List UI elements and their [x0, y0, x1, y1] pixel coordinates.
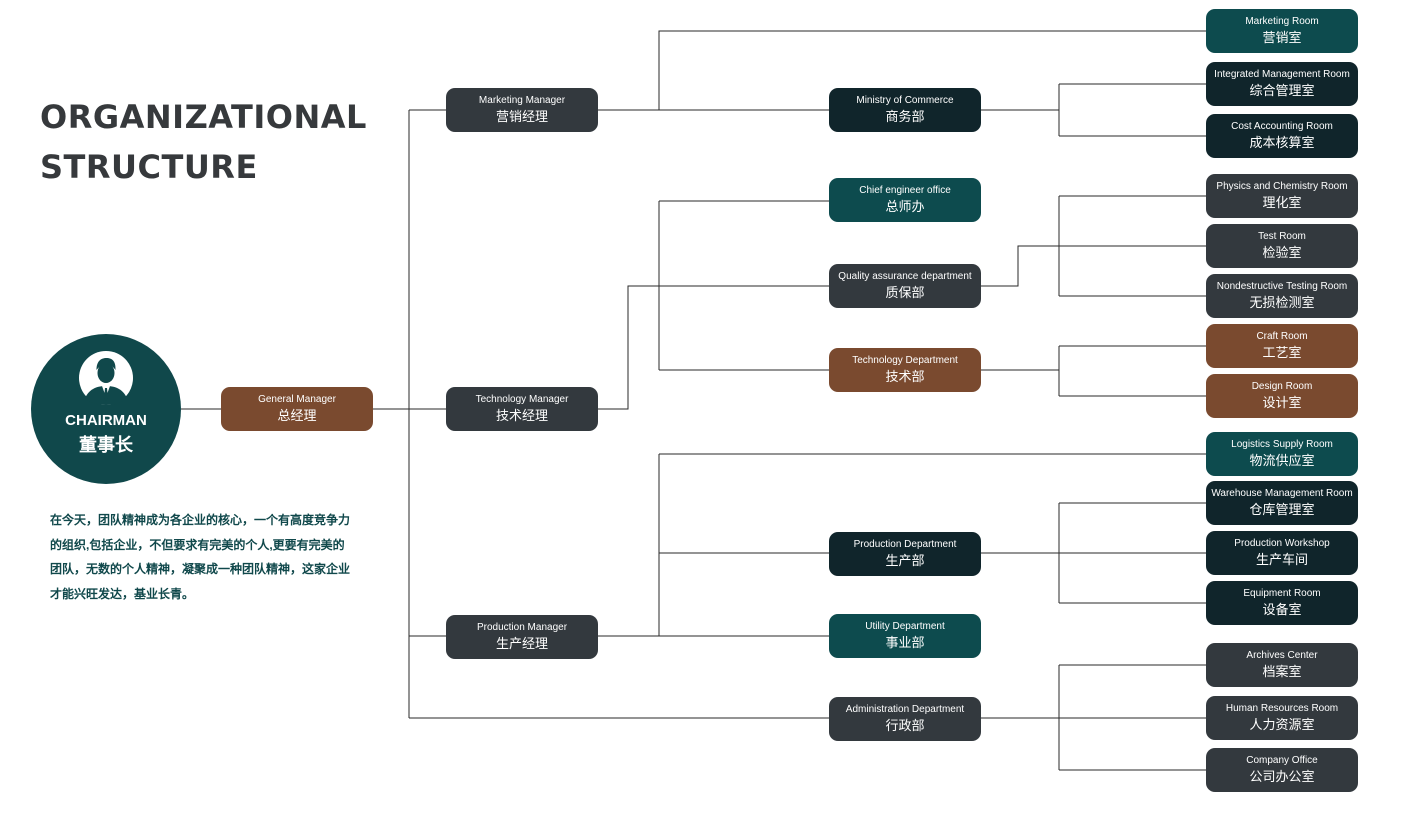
node-production-department: Production Department 生产部	[829, 532, 981, 576]
node-label-en: Equipment Room	[1243, 588, 1321, 599]
node-label-en: Test Room	[1258, 231, 1306, 242]
node-label-en: Ministry of Commerce	[856, 95, 954, 106]
node-label-en: Quality assurance department	[838, 271, 972, 282]
node-label-en: Warehouse Management Room	[1211, 488, 1353, 499]
node-label-en: Logistics Supply Room	[1231, 439, 1333, 450]
node-label-en: Technology Manager	[475, 394, 569, 405]
node-chief-engineer-office: Chief engineer office 总师办	[829, 178, 981, 222]
node-label-en: Marketing Room	[1245, 16, 1319, 27]
connector-line	[980, 502, 1206, 604]
node-label-cn: 总师办	[885, 199, 925, 214]
node-label-cn: 成本核算室	[1249, 135, 1315, 150]
connector-line	[597, 453, 1206, 637]
connector-line	[980, 345, 1206, 397]
node-label-cn: 生产部	[885, 553, 925, 568]
node-label-cn: 档案室	[1262, 664, 1302, 679]
page-title-line: STRUCTURE	[40, 148, 258, 186]
node-label-cn: 公司办公室	[1249, 769, 1315, 784]
node-label-cn: 检验室	[1262, 245, 1302, 260]
node-administration-department: Administration Department 行政部	[829, 697, 981, 741]
node-label-cn: 综合管理室	[1249, 83, 1315, 98]
node-label-cn: 人力资源室	[1249, 717, 1315, 732]
node-integrated-management-room: Integrated Management Room 综合管理室	[1206, 62, 1358, 106]
node-label-cn: 商务部	[885, 109, 925, 124]
node-label-en: Production Workshop	[1234, 538, 1330, 549]
node-marketing-manager: Marketing Manager 营销经理	[446, 88, 598, 132]
node-label-cn: 营销室	[1262, 30, 1302, 45]
node-label-cn: 事业部	[885, 635, 925, 650]
node-human-resources-room: Human Resources Room 人力资源室	[1206, 696, 1358, 740]
node-technology-manager: Technology Manager 技术经理	[446, 387, 598, 431]
node-label-cn: 生产经理	[495, 636, 548, 651]
connector-line	[980, 664, 1206, 771]
chairman-title-cn: 董事长	[79, 435, 133, 455]
node-label-en: Design Room	[1251, 381, 1313, 392]
node-quality-assurance: Quality assurance department 质保部	[829, 264, 981, 308]
node-label-en: Craft Room	[1256, 331, 1308, 342]
chairman-node: CHAIRMAN 董事长	[31, 334, 181, 484]
node-label-cn: 营销经理	[495, 109, 548, 124]
description-text: 在今天，团队精神成为各企业的核心，一个有高度竞争力的组织,包括企业，不但要求有完…	[50, 513, 351, 601]
connector-line	[980, 195, 1206, 297]
node-label-en: Cost Accounting Room	[1231, 121, 1333, 132]
node-design-room: Design Room 设计室	[1206, 374, 1358, 418]
node-technology-department: Technology Department 技术部	[829, 348, 981, 392]
node-label-en: Production Manager	[476, 622, 568, 633]
node-company-office: Company Office 公司办公室	[1206, 748, 1358, 792]
node-label-cn: 总经理	[277, 408, 317, 423]
node-test-room: Test Room 检验室	[1206, 224, 1358, 268]
connector-line	[597, 30, 1206, 111]
node-nondestructive-testing-room: Nondestructive Testing Room 无损检测室	[1206, 274, 1358, 318]
node-label-en: Utility Department	[865, 621, 945, 632]
node-production-workshop: Production Workshop 生产车间	[1206, 531, 1358, 575]
node-label-en: Administration Department	[845, 704, 965, 715]
node-label-cn: 生产车间	[1255, 552, 1308, 567]
node-label-en: Technology Department	[852, 355, 958, 366]
node-label-cn: 行政部	[885, 718, 925, 733]
node-equipment-room: Equipment Room 设备室	[1206, 581, 1358, 625]
node-label-cn: 无损检测室	[1249, 295, 1315, 310]
node-label-en: Chief engineer office	[859, 185, 951, 196]
node-label-en: General Manager	[258, 394, 336, 405]
page-title-line: ORGANIZATIONAL	[40, 98, 367, 136]
node-label-cn: 理化室	[1262, 195, 1302, 210]
node-label-en: Human Resources Room	[1225, 703, 1339, 714]
person-icon	[79, 351, 133, 405]
node-production-manager: Production Manager 生产经理	[446, 615, 598, 659]
node-label-en: Company Office	[1246, 755, 1318, 766]
node-cost-accounting-room: Cost Accounting Room 成本核算室	[1206, 114, 1358, 158]
node-label-cn: 物流供应室	[1249, 453, 1315, 468]
node-general-manager: General Manager 总经理	[221, 387, 373, 431]
connector-line	[597, 200, 829, 410]
node-label-cn: 技术部	[885, 369, 925, 384]
node-physics-chemistry-room: Physics and Chemistry Room 理化室	[1206, 174, 1358, 218]
node-label-en: Physics and Chemistry Room	[1216, 181, 1348, 192]
page-title: ORGANIZATIONAL STRUCTURE	[40, 92, 367, 192]
node-label-en: Production Department	[853, 539, 957, 550]
connector-line	[408, 109, 829, 719]
node-label-cn: 工艺室	[1262, 345, 1302, 360]
node-label-en: Marketing Manager	[478, 95, 566, 106]
node-label-en: Archives Center	[1246, 650, 1318, 661]
node-label-en: Integrated Management Room	[1214, 69, 1350, 80]
node-archives-center: Archives Center 档案室	[1206, 643, 1358, 687]
node-ministry-of-commerce: Ministry of Commerce 商务部	[829, 88, 981, 132]
node-label-cn: 技术经理	[495, 408, 548, 423]
node-craft-room: Craft Room 工艺室	[1206, 324, 1358, 368]
node-marketing-room: Marketing Room 营销室	[1206, 9, 1358, 53]
node-label-cn: 设备室	[1262, 602, 1302, 617]
node-utility-department: Utility Department 事业部	[829, 614, 981, 658]
chairman-title-en: CHAIRMAN	[65, 412, 147, 429]
node-label-cn: 设计室	[1262, 395, 1302, 410]
node-warehouse-management-room: Warehouse Management Room 仓库管理室	[1206, 481, 1358, 525]
node-label-cn: 仓库管理室	[1249, 502, 1315, 517]
node-logistics-supply-room: Logistics Supply Room 物流供应室	[1206, 432, 1358, 476]
connector-line	[980, 83, 1206, 137]
node-label-en: Nondestructive Testing Room	[1216, 281, 1348, 292]
node-label-cn: 质保部	[885, 285, 925, 300]
